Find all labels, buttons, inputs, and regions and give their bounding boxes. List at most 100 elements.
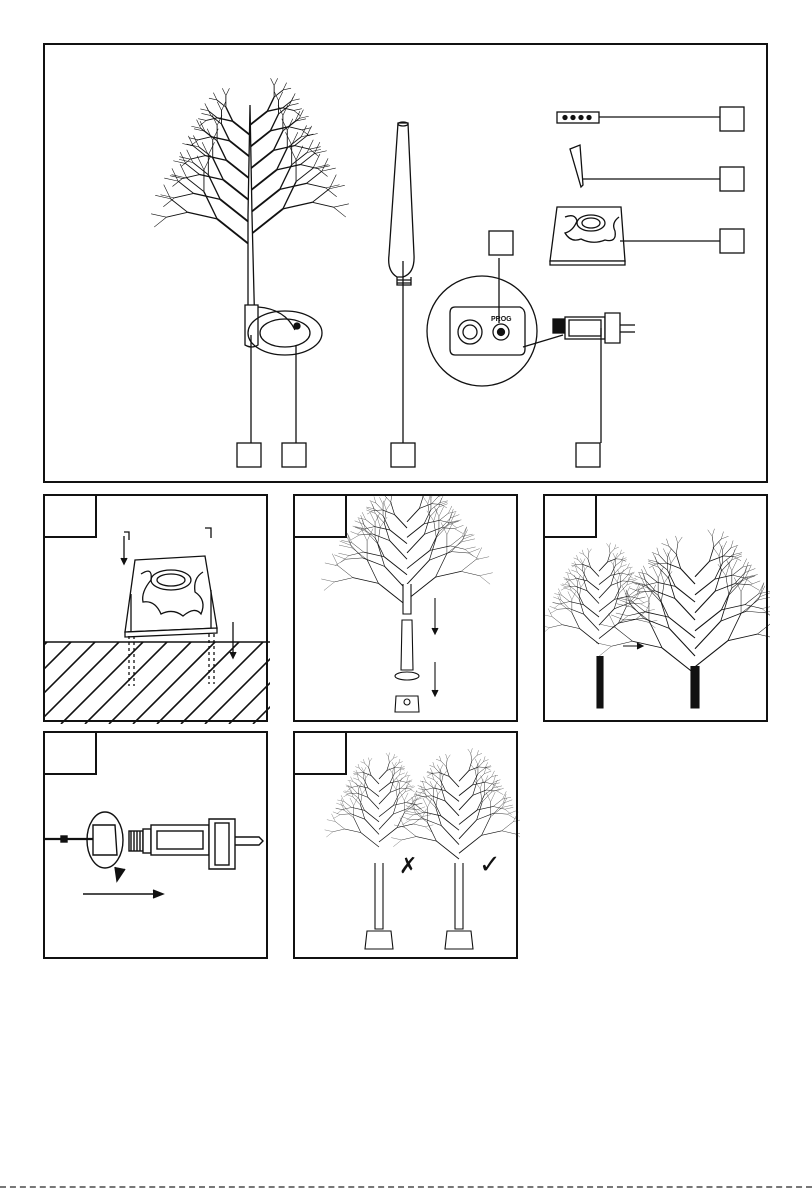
branch (343, 792, 349, 794)
branch (424, 819, 441, 826)
branch (568, 591, 572, 599)
branch (663, 548, 667, 556)
branch (155, 195, 170, 198)
branch (292, 93, 296, 100)
branch (613, 553, 615, 558)
branch (419, 504, 431, 509)
branch (631, 592, 640, 598)
branch (441, 761, 446, 766)
branch (493, 806, 505, 809)
branch (355, 521, 364, 524)
step-4-panel (43, 731, 268, 959)
branch (448, 506, 452, 513)
branch (170, 176, 182, 179)
branch (405, 789, 412, 792)
branch (579, 553, 583, 555)
branch (380, 497, 384, 504)
branch (491, 792, 496, 802)
branch (433, 788, 445, 791)
branch (396, 778, 399, 784)
branch (250, 131, 270, 147)
branch (614, 593, 619, 608)
branch (427, 496, 431, 498)
branch (333, 815, 340, 819)
branch (503, 797, 511, 799)
branch (407, 550, 430, 568)
branch (599, 585, 611, 598)
branch (405, 827, 417, 836)
branch (669, 578, 675, 598)
branch (627, 582, 635, 585)
branch (327, 820, 335, 822)
branch (312, 202, 333, 207)
branch (345, 791, 352, 793)
branch (550, 625, 562, 628)
branch (669, 617, 695, 638)
branch (612, 620, 624, 627)
branch (179, 159, 193, 162)
branch (676, 543, 678, 554)
branch (552, 602, 559, 604)
branch (416, 805, 421, 809)
branch (400, 776, 406, 780)
branch (393, 775, 399, 781)
branch (405, 811, 415, 813)
branch (676, 536, 678, 543)
branch (621, 565, 627, 567)
branch (364, 767, 366, 772)
branch (695, 621, 721, 649)
branch (750, 585, 759, 591)
pole-illustration (389, 122, 414, 285)
branch (758, 596, 770, 599)
label-box-base (720, 229, 744, 253)
branch (584, 614, 599, 630)
branch (336, 803, 343, 806)
branch (558, 589, 561, 596)
branch (382, 510, 394, 515)
branch (416, 813, 428, 822)
branch (296, 146, 303, 160)
branch (745, 568, 755, 572)
branch (378, 527, 381, 544)
branch (353, 797, 360, 805)
branch (732, 567, 742, 575)
branch (213, 158, 224, 180)
branch (614, 547, 618, 549)
branch (321, 579, 334, 582)
branch (675, 598, 695, 620)
branch (335, 559, 346, 565)
branch (166, 212, 187, 217)
branch (471, 765, 475, 771)
branch (393, 754, 394, 758)
branch (405, 775, 410, 776)
branch (461, 560, 476, 572)
branch (721, 588, 732, 610)
branch (455, 529, 463, 534)
branch (393, 800, 397, 814)
branch (370, 513, 375, 523)
branch (424, 777, 427, 783)
branch (451, 520, 462, 522)
branch (306, 171, 321, 183)
branch (443, 771, 447, 777)
branch (516, 834, 520, 841)
branch (497, 788, 504, 791)
branch (451, 539, 463, 551)
branch (383, 501, 386, 510)
check-icon: ✓ (479, 850, 501, 880)
branch (397, 824, 413, 828)
branch (610, 549, 614, 554)
branch (354, 773, 358, 775)
branch (591, 567, 599, 576)
branch (617, 574, 619, 582)
ground-hatch-line (133, 642, 215, 724)
branch (574, 561, 576, 566)
branch (492, 775, 498, 776)
branch (649, 585, 656, 599)
branch (450, 546, 465, 549)
branch (407, 560, 429, 584)
branch (621, 556, 623, 561)
switch-detail-illustration: PROG (427, 258, 563, 386)
branch (465, 547, 476, 549)
branch (292, 152, 307, 164)
